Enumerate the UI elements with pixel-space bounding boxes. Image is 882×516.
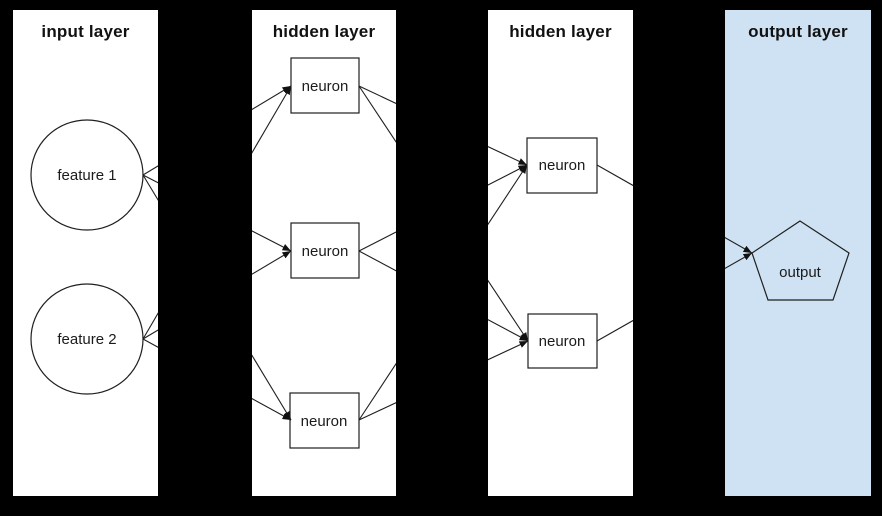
layer-column-output: output layer	[725, 10, 871, 496]
layer-column-input: input layer	[13, 10, 158, 496]
layer-column-hidden-1: hidden layer	[252, 10, 396, 496]
layer-title-input: input layer	[41, 22, 130, 41]
layer-title-output: output layer	[748, 22, 848, 41]
edges-group	[142, 85, 753, 421]
layer-title-hidden-1: hidden layer	[272, 22, 376, 41]
layer-title-hidden-2: hidden layer	[509, 22, 612, 41]
layer-column-hidden-2: hidden layer	[488, 10, 633, 496]
